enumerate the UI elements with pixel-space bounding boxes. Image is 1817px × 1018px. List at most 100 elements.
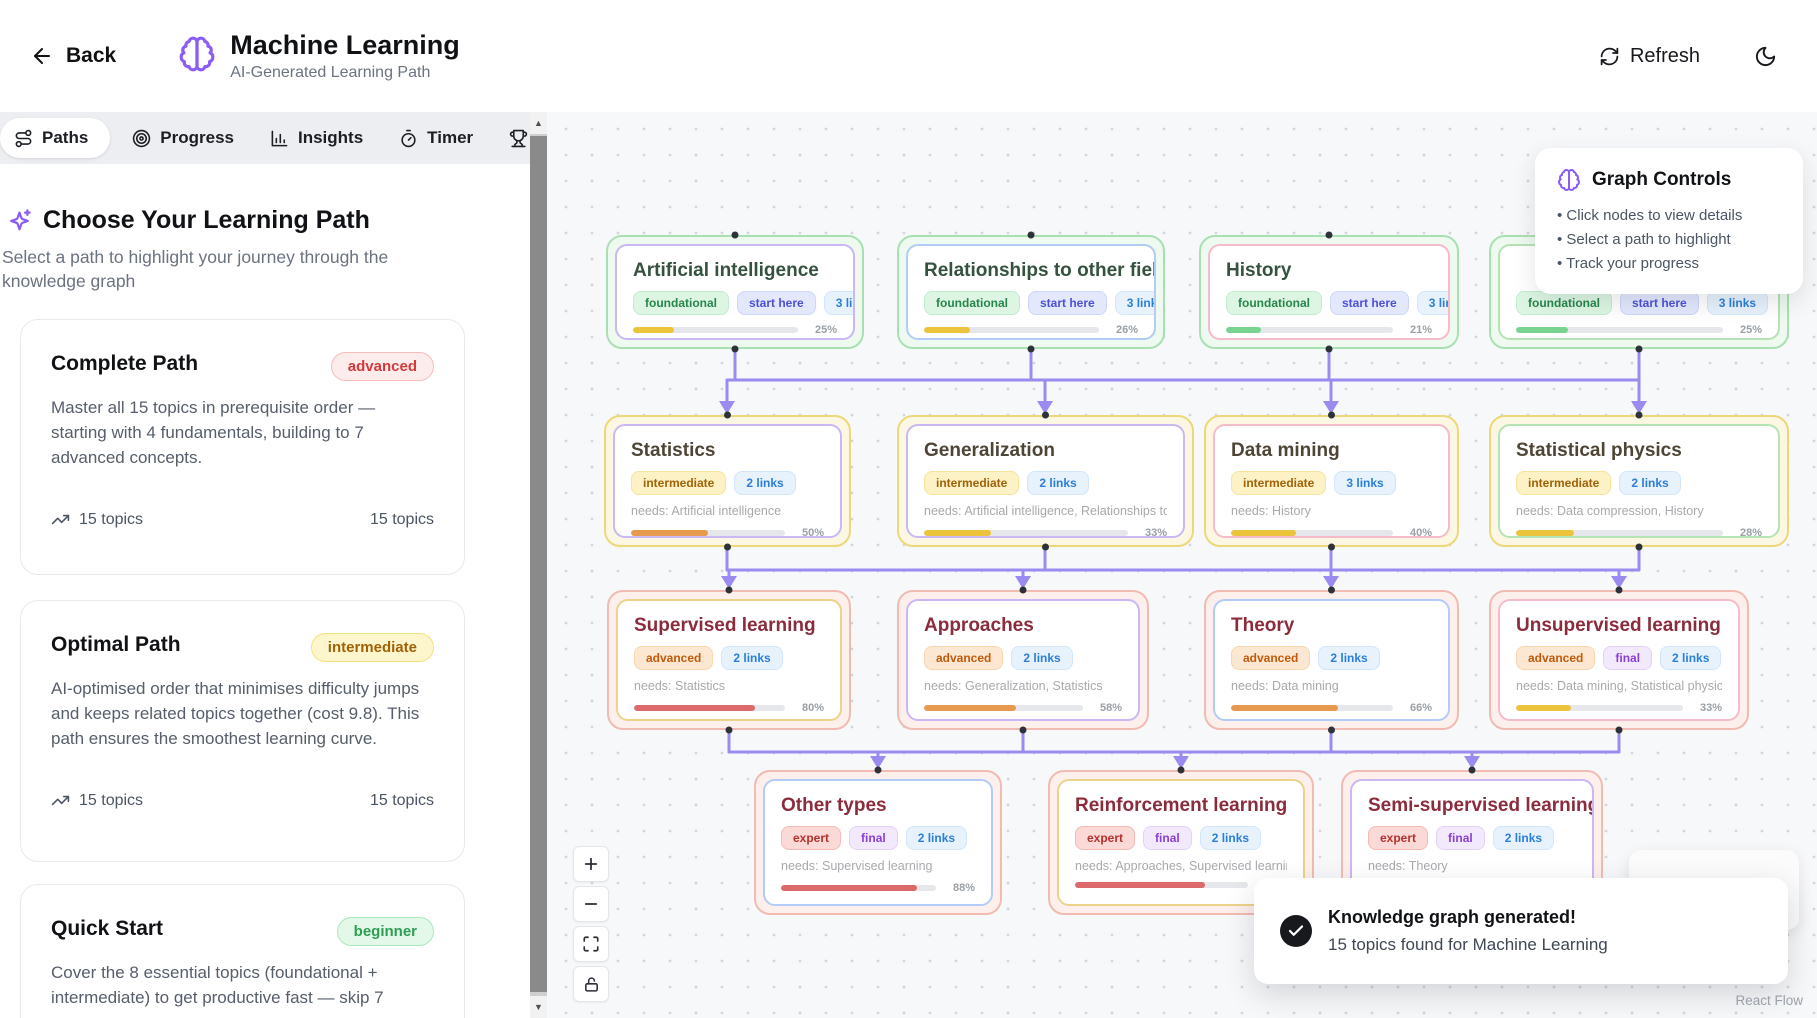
node-progress: 50% (631, 527, 824, 536)
node-title: Other types (781, 795, 887, 816)
path-description: Master all 15 topics in prerequisite ord… (51, 398, 376, 467)
tab-insights[interactable]: Insights (256, 118, 377, 158)
path-description: Cover the 8 essential topics (foundation… (51, 963, 384, 1007)
path-card-complete[interactable]: Complete Path advanced Master all 15 top… (20, 319, 465, 575)
node-badge-links: 3 links (1334, 471, 1396, 495)
fit-view-button[interactable] (573, 926, 609, 962)
node-badge-advanced: advanced (924, 646, 1004, 670)
progress-track (633, 327, 798, 333)
node-badge-advanced: advanced (634, 646, 714, 670)
node-badge-intermediate: intermediate (924, 471, 1020, 495)
node-badge-final: final (1436, 826, 1485, 850)
node-progress: 80% (634, 702, 824, 714)
progress-percent: 25% (1739, 324, 1762, 336)
path-level-badge: advanced (330, 352, 434, 381)
progress-fill (1516, 327, 1568, 333)
node-prerequisites: needs: Data mining, Statistical physics (1516, 679, 1722, 693)
bar-chart-icon (270, 129, 289, 148)
progress-percent: 26% (1115, 324, 1138, 336)
progress-percent: 25% (814, 324, 837, 336)
progress-percent: 33% (1699, 702, 1722, 714)
progress-track (781, 885, 936, 891)
scrollbar-thumb[interactable] (530, 136, 547, 992)
graph-controls-title: Graph Controls (1592, 169, 1732, 190)
graph-controls-panel: Graph Controls Click nodes to view detai… (1535, 148, 1803, 294)
graph-controls-bullet: Track your progress (1557, 252, 1781, 276)
tab-progress[interactable]: Progress (118, 118, 248, 158)
zoom-out-button[interactable] (573, 886, 609, 922)
progress-track (631, 530, 785, 536)
node-title: Statistics (631, 440, 716, 461)
progress-track (1516, 705, 1683, 711)
tab-timer[interactable]: Timer (385, 118, 487, 158)
node-badge-start: start here (737, 291, 816, 315)
sidebar: PathsProgressInsightsTimerRewards Choose… (0, 112, 530, 1018)
arrow-left-icon (30, 44, 54, 68)
node-badge-links: 2 links (721, 646, 783, 670)
node-badges: advanced 2 links (634, 646, 824, 670)
sidebar-scrollbar[interactable]: ▲ ▼ (530, 112, 547, 1018)
path-card-quick-start[interactable]: Quick Start beginner Cover the 8 essenti… (20, 884, 465, 1018)
trending-up-icon (51, 510, 70, 529)
react-flow-attribution[interactable]: React Flow (1735, 993, 1803, 1008)
node-prerequisites: needs: Supervised learning (781, 859, 933, 873)
back-label: Back (66, 44, 117, 67)
page-title: Machine Learning (230, 29, 460, 60)
path-card-optimal[interactable]: Optimal Path intermediate AI-optimised o… (20, 600, 465, 862)
title-block: Machine Learning AI-Generated Learning P… (230, 30, 460, 82)
back-button[interactable]: Back (30, 44, 116, 68)
refresh-button[interactable]: Refresh (1599, 45, 1700, 68)
toast-title: Knowledge graph generated! (1328, 907, 1577, 927)
toast-message: 15 topics found for Machine Learning (1328, 935, 1608, 954)
graph-controls-bullet: Click nodes to view details (1557, 204, 1781, 228)
topics-count-right: 15 topics (369, 791, 434, 809)
node-title: Approaches (924, 615, 1034, 636)
node-card: Relationships to other fields foundation… (906, 244, 1156, 340)
node-badge-intermediate: intermediate (631, 471, 727, 495)
progress-percent: 21% (1409, 324, 1432, 336)
tab-paths[interactable]: Paths (0, 118, 111, 158)
choose-path-heading: Choose Your Learning Path (43, 206, 370, 234)
progress-track (1075, 882, 1248, 888)
scrollbar-down-arrow[interactable]: ▼ (530, 996, 547, 1018)
node-prerequisites: needs: Statistics (634, 679, 726, 693)
progress-percent: 40% (1409, 527, 1432, 538)
node-title: Data mining (1231, 440, 1340, 461)
node-progress: 25% (633, 324, 837, 336)
dark-mode-toggle[interactable] (1754, 45, 1777, 68)
trending-up-icon (51, 791, 70, 810)
graph-node-relationships-to-other-fields[interactable]: Relationships to other fields foundation… (897, 235, 1165, 349)
progress-track (1231, 530, 1393, 536)
progress-track (924, 530, 1128, 536)
zoom-in-button[interactable] (573, 846, 609, 882)
lock-button[interactable] (573, 966, 609, 1002)
scrollbar-up-arrow[interactable]: ▲ (530, 112, 547, 134)
sparkles-icon (6, 207, 33, 234)
progress-track (924, 705, 1083, 711)
tab-rewards[interactable]: Rewards (495, 118, 530, 158)
node-progress: 33% (1516, 702, 1722, 714)
